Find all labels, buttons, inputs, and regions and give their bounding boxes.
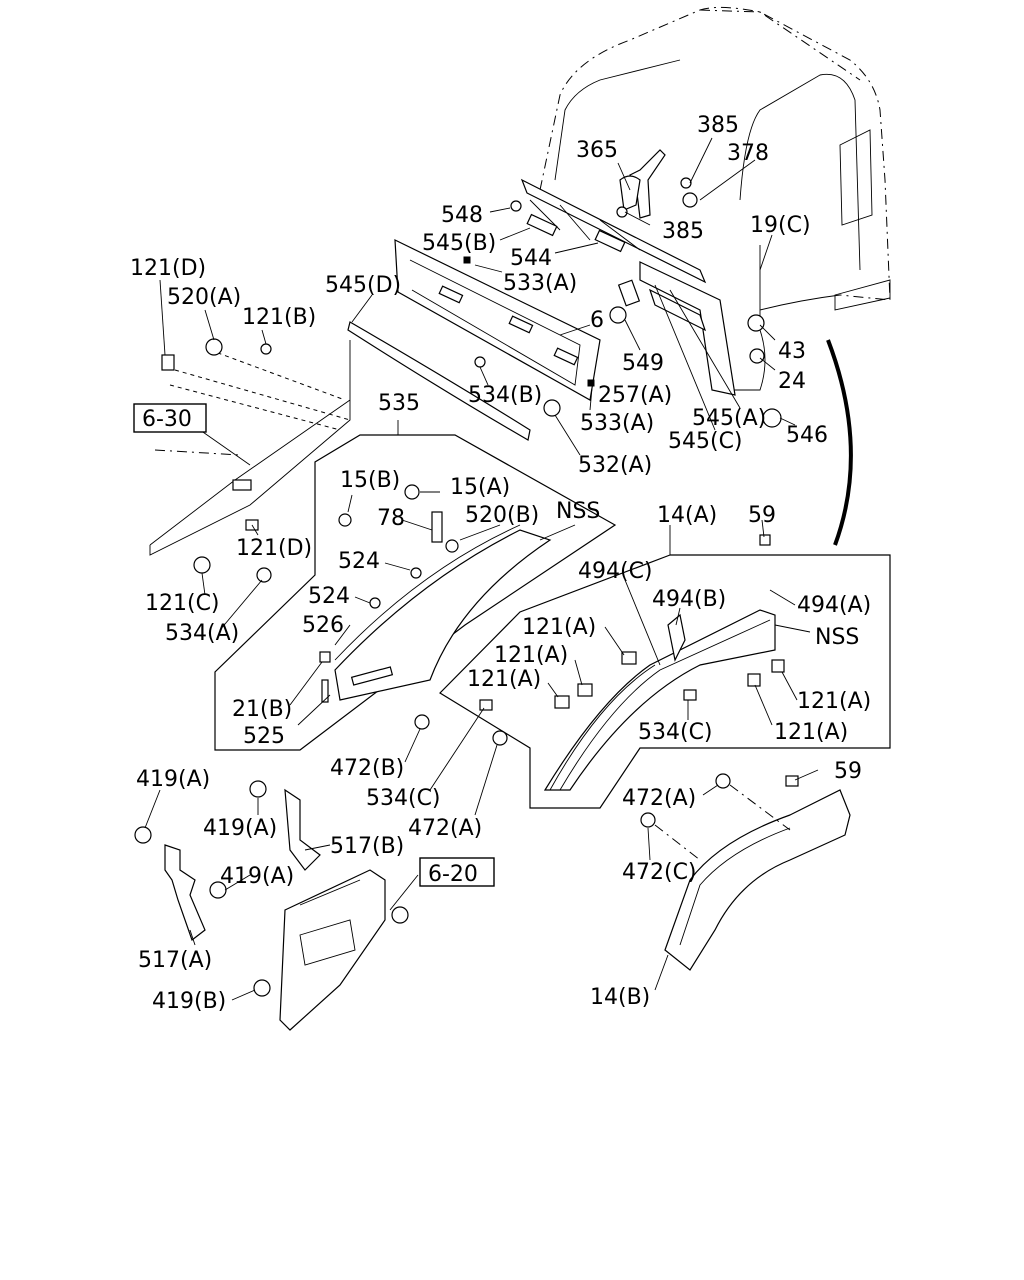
top-garnish-assembly [510, 149, 707, 284]
label-494b: 494(B) [652, 587, 726, 612]
label-517a: 517(A) [138, 948, 212, 973]
label-14a: 14(A) [657, 503, 717, 528]
step-assembly [134, 780, 409, 1031]
label-385-top: 385 [697, 113, 739, 138]
label-21b: 21(B) [232, 697, 292, 722]
label-121a-4: 121(A) [797, 689, 871, 714]
label-533a-bottom: 533(A) [580, 411, 654, 436]
inner-panels-545 [347, 239, 782, 441]
label-545d: 545(D) [325, 273, 401, 298]
box-14a [439, 534, 891, 809]
label-544: 544 [510, 246, 552, 271]
label-14b: 14(B) [590, 985, 650, 1010]
label-546: 546 [786, 423, 828, 448]
label-19c: 19(C) [750, 213, 811, 238]
label-121a-5: 121(A) [774, 720, 848, 745]
label-385-lower: 385 [662, 219, 704, 244]
label-494a: 494(A) [797, 593, 871, 618]
label-nss-right: NSS [815, 625, 859, 650]
label-378: 378 [727, 141, 769, 166]
label-59-bottom: 59 [834, 759, 862, 784]
connector-curve [826, 339, 853, 546]
label-534a: 534(A) [165, 621, 239, 646]
label-78: 78 [377, 506, 405, 531]
label-419b: 419(B) [152, 989, 226, 1014]
label-419a-1: 419(A) [136, 767, 210, 792]
leader-lines [144, 137, 819, 1001]
label-545c: 545(C) [668, 429, 743, 454]
label-6: 6 [590, 308, 604, 333]
label-517b: 517(B) [330, 834, 404, 859]
label-545a: 545(A) [692, 406, 766, 431]
part-labels: 385 365 378 548 385 545(B) 19(C) 544 121… [130, 113, 871, 1014]
left-side-panel [149, 338, 351, 583]
label-121a-1: 121(A) [522, 615, 596, 640]
label-520a: 520(A) [167, 285, 241, 310]
label-535: 535 [378, 391, 420, 416]
label-520b: 520(B) [465, 503, 539, 528]
label-nss-left: NSS [556, 499, 600, 524]
label-43: 43 [778, 339, 806, 364]
label-6-30: 6-30 [142, 407, 192, 432]
label-15a: 15(A) [450, 475, 510, 500]
label-472c: 472(C) [622, 860, 697, 885]
label-6-20: 6-20 [428, 862, 478, 887]
label-121c: 121(C) [145, 591, 220, 616]
label-472a-right: 472(A) [622, 786, 696, 811]
label-524-upper: 524 [338, 549, 380, 574]
label-472b: 472(B) [330, 756, 404, 781]
label-121d-mid: 121(D) [236, 536, 312, 561]
label-15b: 15(B) [340, 468, 400, 493]
ref-box-6-30 [133, 403, 207, 433]
label-121d-top: 121(D) [130, 256, 206, 281]
label-525: 525 [243, 724, 285, 749]
label-533a-top: 533(A) [503, 271, 577, 296]
label-257a: 257(A) [598, 383, 672, 408]
label-419a-2: 419(A) [203, 816, 277, 841]
label-548: 548 [441, 203, 483, 228]
label-534b: 534(B) [468, 383, 542, 408]
label-534c: 534(C) [366, 786, 441, 811]
trim-14b [640, 773, 851, 971]
label-365: 365 [576, 138, 618, 163]
label-549: 549 [622, 351, 664, 376]
label-121a-3: 121(A) [467, 667, 541, 692]
label-472a: 472(A) [408, 816, 482, 841]
box-535 [214, 434, 617, 751]
label-532a: 532(A) [578, 453, 652, 478]
label-59-top: 59 [748, 503, 776, 528]
label-526: 526 [302, 613, 344, 638]
label-121b: 121(B) [242, 305, 316, 330]
label-534c-right: 534(C) [638, 720, 713, 745]
label-524-lower: 524 [308, 584, 350, 609]
label-121a-2: 121(A) [494, 643, 568, 668]
label-494c: 494(C) [578, 559, 653, 584]
ref-box-6-20 [419, 857, 495, 887]
label-545b: 545(B) [422, 231, 496, 256]
label-24: 24 [778, 369, 806, 394]
label-419a-3: 419(A) [220, 864, 294, 889]
